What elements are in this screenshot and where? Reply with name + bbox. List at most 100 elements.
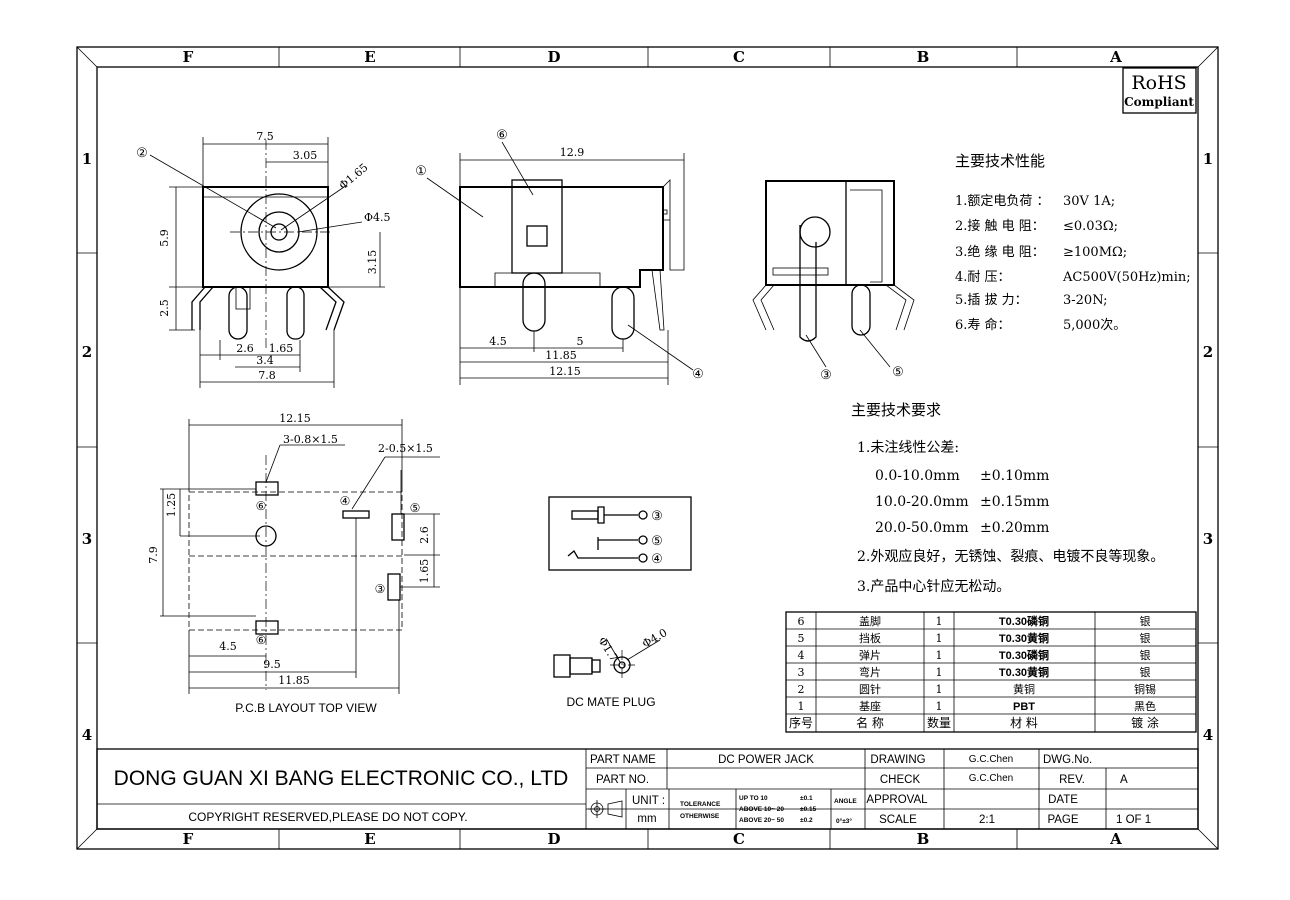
spec-value-4: AC500V(50Hz)min; <box>1062 270 1191 285</box>
check-label: CHECK <box>880 774 921 786</box>
spec-label-6: 6.寿 命： <box>955 317 1011 333</box>
side-callout-4: ④ <box>692 367 704 382</box>
bom-material-2: 黄铜 <box>1013 682 1035 696</box>
bom-finish-5: 银 <box>1140 631 1151 645</box>
zone-letter-top-b: B <box>917 48 930 66</box>
bom-header-name: 名 称 <box>856 715 884 730</box>
page-label: PAGE <box>1047 814 1078 826</box>
spec-value-5: 3-20N; <box>1063 293 1108 308</box>
tb-tol-value-3: ±0.2 <box>800 817 813 824</box>
zone-letter-bottom-d: D <box>547 830 560 848</box>
front-dim-7-8: 7.8 <box>258 369 276 382</box>
plug-label: DC MATE PLUG <box>566 695 655 709</box>
side-view: 12.9 4.5 5 11.85 12.15 ① ⑥ ④ <box>415 128 704 385</box>
schematic-pin-3: ③ <box>651 509 663 524</box>
part-name-label: PART NAME <box>590 754 656 766</box>
bom-qty-6: 1 <box>936 615 943 628</box>
zone-letter-bottom-b: B <box>917 830 930 848</box>
part-name-value: DC POWER JACK <box>718 754 814 766</box>
approval-label: APPROVAL <box>866 794 928 806</box>
bom-material-5: T0.30黄铜 <box>999 631 1049 645</box>
scale-value: 2:1 <box>979 814 995 826</box>
tolerance-value-3: ±0.20mm <box>980 520 1049 536</box>
tolerance-title: 1.未注线性公差: <box>857 440 959 456</box>
bom-material-3: T0.30黄铜 <box>999 665 1049 679</box>
tolerance-range-3: 20.0-50.0mm <box>875 520 969 536</box>
bom-no-3: 3 <box>798 666 805 679</box>
company-name: DONG GUAN XI BANG ELECTRONIC CO., LTD <box>114 767 569 790</box>
drawing-label: DRAWING <box>870 754 925 766</box>
scale-label: SCALE <box>879 814 917 826</box>
bom-qty-3: 1 <box>936 666 943 679</box>
pcb-dim-1-65: 1.65 <box>418 559 431 584</box>
date-label: DATE <box>1048 794 1078 806</box>
pcb-layout-title: P.C.B LAYOUT TOP VIEW <box>235 701 377 715</box>
tolerance-range-1: 0.0-10.0mm <box>875 468 960 484</box>
zone-letter-top-c: C <box>733 48 745 66</box>
front-dim-2-5: 2.5 <box>158 299 171 317</box>
side-dim-12-9: 12.9 <box>560 146 585 159</box>
tb-tol-range-1: UP TO 10 <box>739 795 768 802</box>
bom-no-1: 1 <box>798 700 805 713</box>
drawing-value: G.C.Chen <box>969 754 1013 765</box>
check-value: G.C.Chen <box>969 773 1013 784</box>
unit-value: mm <box>637 813 656 825</box>
dc-mate-plug: Φ1.7 Φ4.0 DC MATE PLUG <box>553 626 669 709</box>
bom-name-2: 圆针 <box>859 682 881 696</box>
pcb-dim-4-5: 4.5 <box>219 640 237 653</box>
front-dim-phi-1-65: Φ1.65 <box>337 161 371 193</box>
spec-value-2: ≤0.03Ω; <box>1063 219 1118 234</box>
schematic-symbol: ③ ⑤ ④ <box>548 496 692 571</box>
bom-header-material: 材 料 <box>1010 716 1038 730</box>
dwg-no-label: DWG.No. <box>1043 754 1092 766</box>
bom-material-4: T0.30磷铜 <box>999 648 1049 662</box>
front-dim-5-9: 5.9 <box>158 229 171 247</box>
zone-letter-bottom-f: F <box>183 830 194 848</box>
bom-header-no: 序号 <box>789 715 813 730</box>
zone-number-right-1: 1 <box>1203 150 1213 168</box>
front-dim-3-4: 3.4 <box>256 354 274 367</box>
side-dim-5: 5 <box>577 335 584 348</box>
zone-number-left-3: 3 <box>82 530 92 548</box>
side-callout-1: ① <box>415 164 427 179</box>
pcb-dim-slot-3: 3-0.8×1.5 <box>283 433 338 446</box>
title-block: DONG GUAN XI BANG ELECTRONIC CO., LTD CO… <box>96 748 1199 830</box>
bom-no-6: 6 <box>798 615 805 628</box>
tolerance-range-2: 10.0-20.0mm <box>875 494 969 510</box>
rohs-subtitle: Compliant <box>1124 95 1194 109</box>
tb-tol-value-1: ±0.1 <box>800 795 813 802</box>
front-dim-1-65: 1.65 <box>269 342 294 355</box>
requirement-3: 3.产品中心针应无松动。 <box>857 578 1010 595</box>
bom-table: 6 盖脚 1 T0.30磷铜 银 5 挡板 1 T0.30黄铜 银 4 弹片 1… <box>785 611 1197 733</box>
side-dim-4-5: 4.5 <box>489 335 507 348</box>
requirement-2: 2.外观应良好，无锈蚀、裂痕、电镀不良等现象。 <box>857 548 1164 565</box>
zone-number-right-2: 2 <box>1203 343 1213 361</box>
spec-label-2: 2.接 触 电 阻： <box>955 218 1045 234</box>
zone-letter-top-a: A <box>1109 48 1122 66</box>
zone-letter-bottom-e: E <box>364 830 375 848</box>
front-view: 7.5 3.05 5.9 2.5 3.15 2.6 1.65 3.4 7.8 Φ… <box>136 130 391 388</box>
unit-label: UNIT : <box>632 795 665 807</box>
pcb-callout-6-bottom: ⑥ <box>256 633 267 647</box>
zone-number-right-3: 3 <box>1203 530 1213 548</box>
zone-letter-bottom-c: C <box>733 830 745 848</box>
pcb-callout-5: ⑤ <box>410 501 421 515</box>
back-callout-5: ⑤ <box>892 365 904 380</box>
pcb-dim-12-15: 12.15 <box>279 412 311 425</box>
bom-qty-2: 1 <box>936 683 943 696</box>
front-dim-7-5: 7.5 <box>256 130 274 143</box>
bom-finish-2: 铜锡 <box>1134 682 1156 696</box>
spec-label-1: 1.额定电负荷 ： <box>955 194 1050 209</box>
pcb-dim-1-25: 1.25 <box>165 493 178 518</box>
zone-letter-top-f: F <box>183 48 194 66</box>
spec-value-3: ≥100MΩ; <box>1063 245 1127 260</box>
front-dim-2-6: 2.6 <box>236 342 254 355</box>
bom-finish-3: 银 <box>1140 665 1151 679</box>
pcb-dim-2-6: 2.6 <box>418 526 431 544</box>
back-view: ③ ⑤ <box>752 180 915 383</box>
bom-qty-1: 1 <box>936 700 943 713</box>
schematic-pin-4: ④ <box>651 552 663 567</box>
zone-letter-top-e: E <box>364 48 375 66</box>
bom-name-4: 弹片 <box>859 648 881 662</box>
